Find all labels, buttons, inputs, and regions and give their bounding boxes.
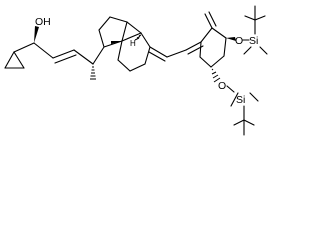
hydroxyl-wedge-bond [34, 26, 39, 43]
top-tbs-group [242, 5, 268, 55]
top-silyl-ether-wedge-bond [226, 37, 236, 41]
ring-a-six-membered [199, 27, 227, 68]
ring-d-five-membered [98, 16, 128, 48]
side-chain-bonds [13, 42, 105, 65]
chemical-structure-diagram: OH H [4, 5, 268, 136]
c20-methyl-hashed-bond [90, 66, 96, 80]
top-silicon-label: Si [249, 35, 258, 47]
bottom-tbs-group [226, 85, 259, 136]
bottom-oxygen-label: O [218, 80, 226, 92]
angular-hydrogen-label: H [130, 39, 136, 48]
top-oxygen-label: O [235, 35, 243, 47]
angular-hydrogen-hashed-bond [134, 34, 142, 41]
cyclopropyl-ring [4, 51, 25, 69]
bottom-silicon-label: Si [236, 94, 245, 106]
triene-linker-bonds [148, 41, 204, 62]
hydroxyl-label: OH [35, 16, 51, 28]
angular-methyl-wedge-bond [111, 41, 122, 44]
exocyclic-methylene [204, 11, 217, 29]
ring-c-six-membered [117, 21, 151, 72]
bottom-silyl-ether-hashed-bond [211, 68, 221, 83]
